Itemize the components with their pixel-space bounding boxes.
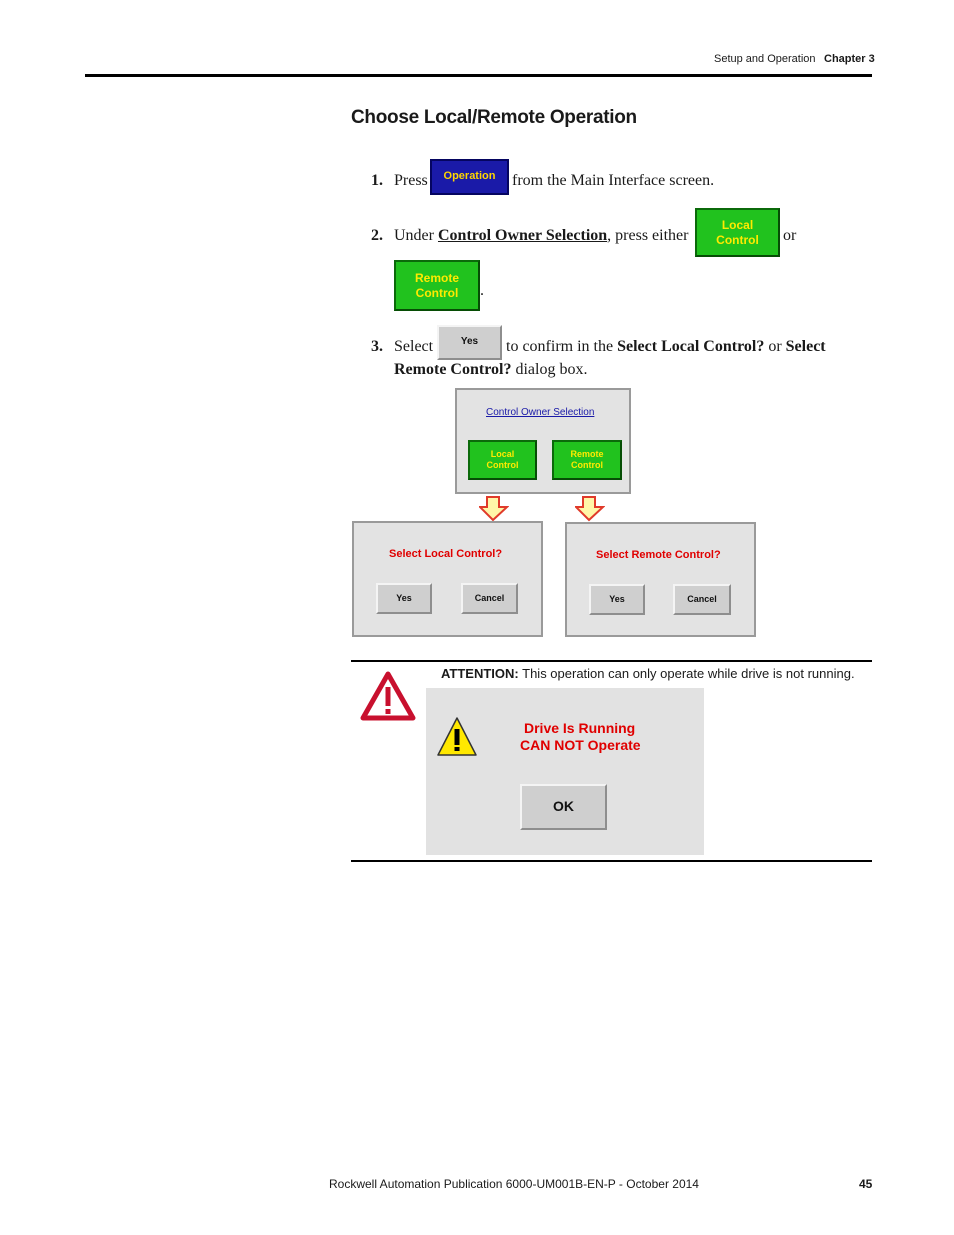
caution-icon bbox=[437, 717, 477, 756]
control-owner-panel-title: Control Owner Selection bbox=[486, 407, 595, 418]
local-cancel-button[interactable]: Cancel bbox=[461, 583, 518, 614]
local-dialog-prompt: Select Local Control? bbox=[389, 548, 503, 560]
local-control-button[interactable]: Local Control bbox=[695, 208, 780, 257]
arrow-down-icon bbox=[479, 496, 509, 522]
attention-text: ATTENTION: This operation can only opera… bbox=[441, 666, 855, 681]
step-3-number: 3. bbox=[371, 338, 383, 355]
step-3-lead: Select bbox=[394, 338, 434, 355]
step-2-or: or bbox=[783, 227, 797, 244]
remote-control-button[interactable]: Remote Control bbox=[394, 260, 480, 311]
remote-cancel-button[interactable]: Cancel bbox=[673, 584, 731, 615]
running-header-section: Setup and Operation bbox=[714, 53, 816, 65]
remote-dialog-prompt: Select Remote Control? bbox=[596, 549, 721, 561]
warning-triangle-icon bbox=[360, 671, 416, 721]
page-number: 45 bbox=[859, 1177, 873, 1191]
step-2-number: 2. bbox=[371, 227, 383, 244]
select-remote-control-dialog bbox=[565, 522, 756, 637]
operation-button[interactable]: Operation bbox=[430, 159, 509, 195]
panel-remote-control-button[interactable]: Remote Control bbox=[552, 440, 622, 480]
step-2-middle: , press either bbox=[607, 227, 689, 244]
step-3-line2: Remote Control? dialog box. bbox=[394, 361, 588, 378]
attention-top-rule bbox=[351, 660, 872, 662]
attention-message: This operation can only operate while dr… bbox=[522, 666, 855, 681]
section-title: Choose Local/Remote Operation bbox=[351, 107, 637, 128]
drive-running-line2: CAN NOT Operate bbox=[520, 737, 641, 753]
local-yes-button[interactable]: Yes bbox=[376, 583, 432, 614]
step-2-end: . bbox=[480, 282, 484, 299]
step-2-text: Under Control Owner Selection, press eit… bbox=[394, 225, 688, 247]
footer-publication: Rockwell Automation Publication 6000-UM0… bbox=[329, 1177, 699, 1191]
running-header-chapter: Chapter 3 bbox=[824, 53, 875, 65]
ok-button[interactable]: OK bbox=[520, 784, 607, 830]
drive-running-line1: Drive Is Running bbox=[524, 720, 636, 736]
select-local-control-dialog bbox=[352, 521, 543, 637]
step-1-lead: Press bbox=[394, 172, 428, 189]
yes-button[interactable]: Yes bbox=[437, 325, 502, 360]
header-rule bbox=[85, 74, 872, 77]
remote-yes-button[interactable]: Yes bbox=[589, 584, 645, 615]
step-2-lead: Under bbox=[394, 227, 434, 244]
control-owner-selection-link: Control Owner Selection bbox=[437, 227, 608, 244]
attention-bottom-rule bbox=[351, 860, 872, 862]
attention-label: ATTENTION: bbox=[441, 666, 519, 681]
panel-local-control-button[interactable]: Local Control bbox=[468, 440, 537, 480]
step-1-tail: from the Main Interface screen. bbox=[512, 172, 715, 189]
step-1-number: 1. bbox=[371, 172, 383, 189]
step-3-line1: to confirm in the Select Local Control? … bbox=[506, 338, 826, 355]
arrow-down-icon bbox=[575, 496, 605, 522]
